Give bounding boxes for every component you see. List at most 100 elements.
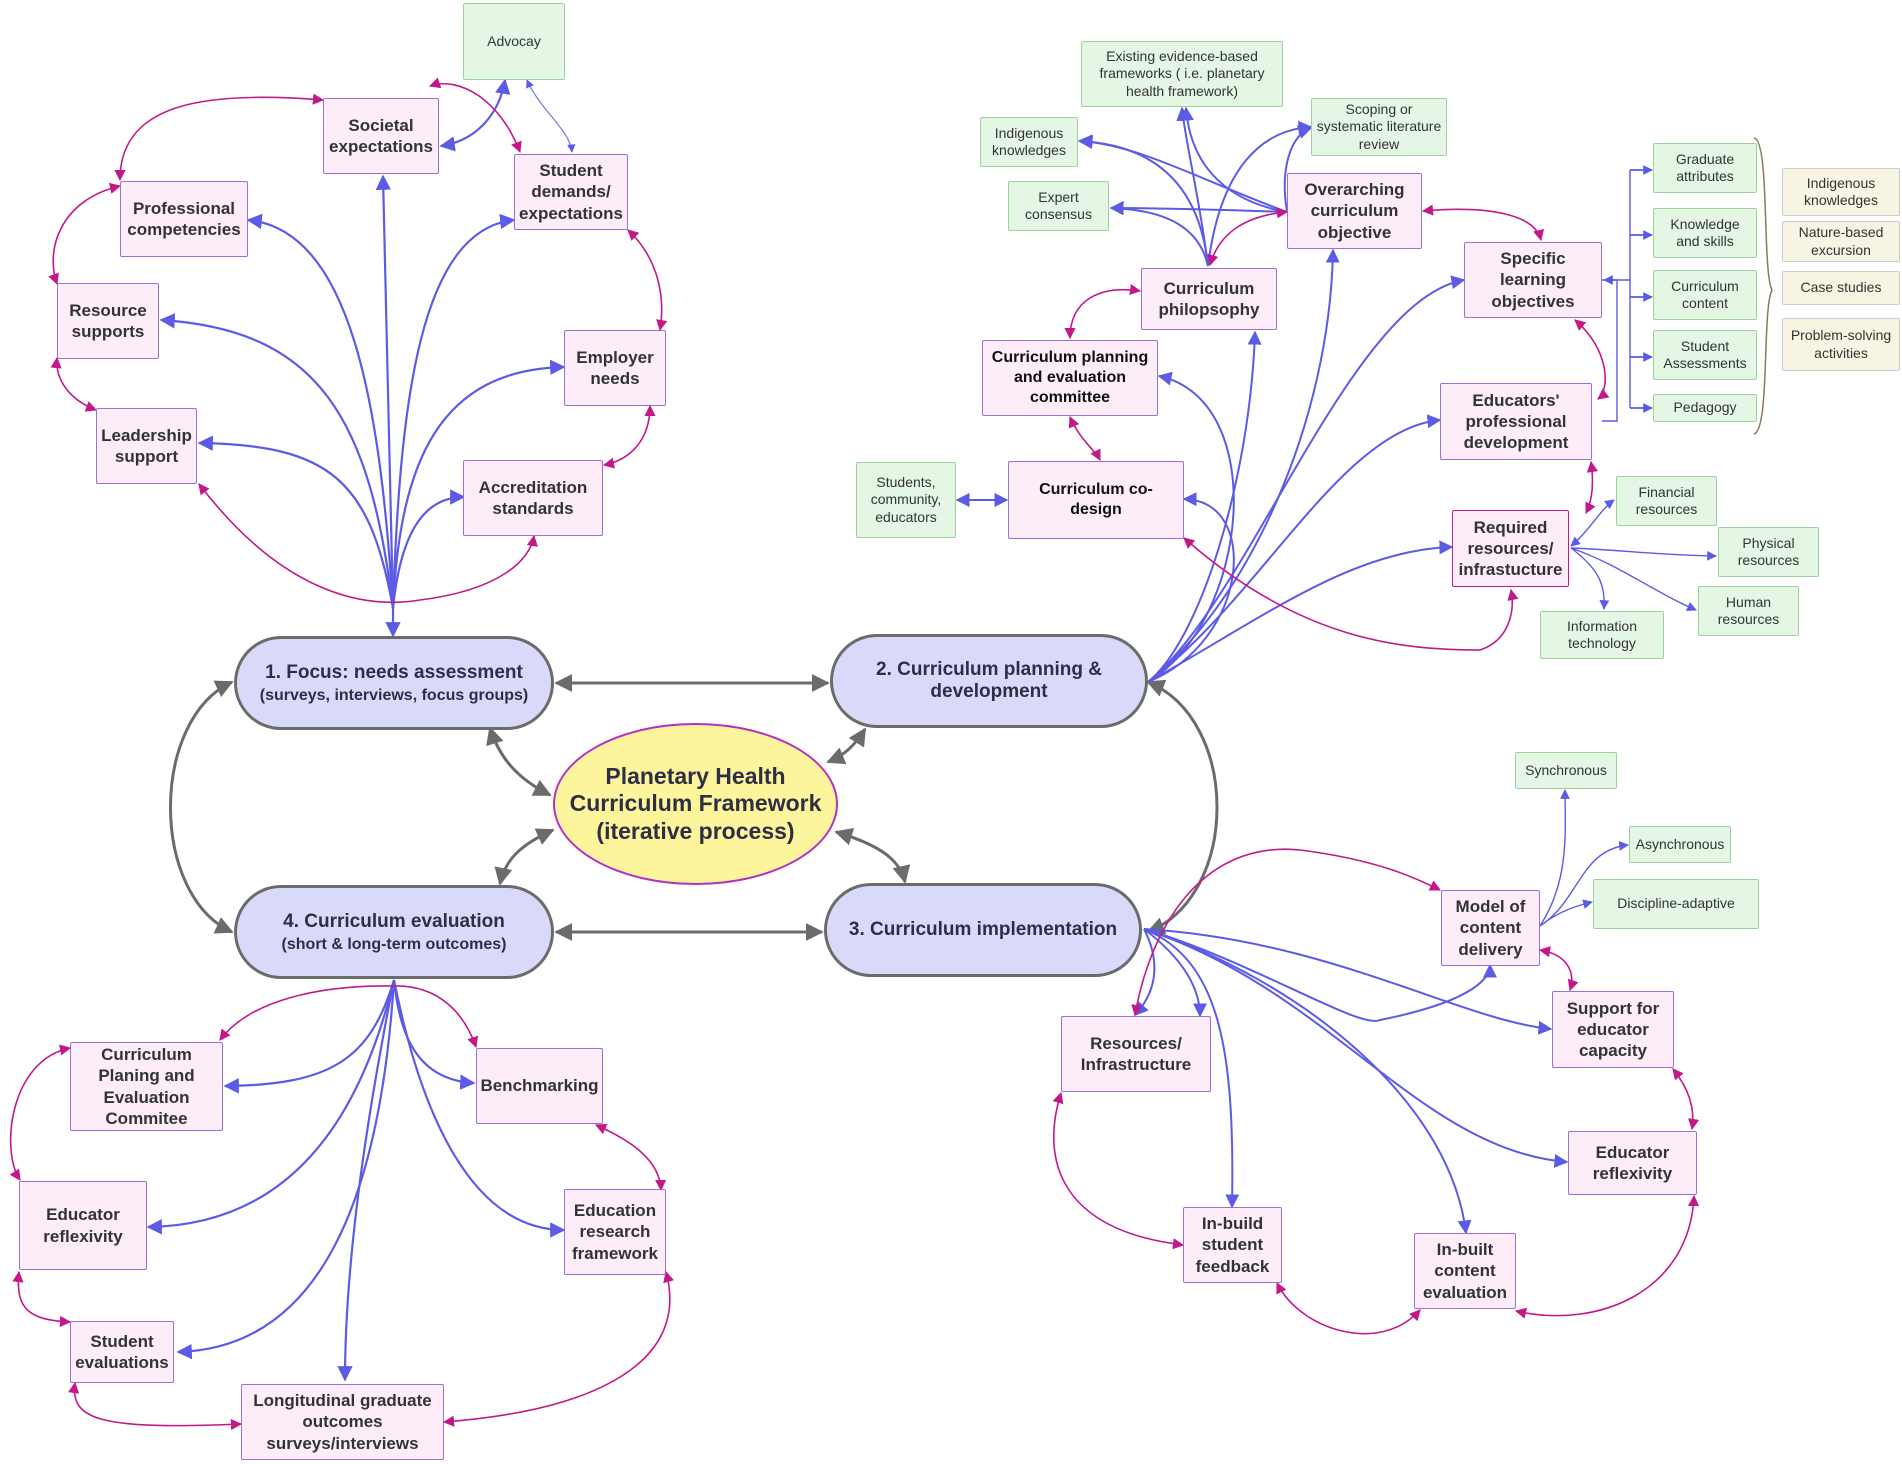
link-societal-student — [428, 77, 522, 154]
node-financial-resources: Financial resources — [1616, 476, 1717, 526]
link-societal-advocacy — [439, 78, 511, 152]
link-content-reflexivity — [1514, 1194, 1700, 1319]
node-asynchronous: Asynchronous — [1629, 826, 1731, 863]
link-educators-required — [1585, 460, 1598, 515]
node-student-demands: Student demands/ expectations — [514, 154, 628, 230]
link-professional-resource — [48, 182, 122, 286]
link-student-employer — [627, 229, 668, 332]
link-resource-leadership — [50, 356, 98, 412]
link-eval-longitudinal — [337, 979, 396, 1382]
link-objective-scoping — [1283, 125, 1313, 213]
node-resources-infrastructure: Resources/ Infrastructure — [1061, 1016, 1211, 1092]
node-discipline-adaptive: Discipline-adaptive — [1593, 879, 1759, 929]
node-information-technology: Information technology — [1540, 611, 1664, 659]
node-curriculum-codesign: Curriculum co-design — [1008, 461, 1184, 539]
link-center-evaluation — [494, 828, 555, 886]
content-example-nature: Nature-based excursion — [1782, 221, 1900, 262]
phase-planning: 2. Curriculum planning & development — [830, 634, 1148, 728]
node-human-resources: Human resources — [1698, 586, 1799, 636]
link-evaluation-needs — [169, 680, 234, 934]
link-impl-model-magenta — [1131, 848, 1442, 1017]
link-support-reflexivity — [1672, 1068, 1700, 1131]
link-required-it — [1570, 547, 1610, 610]
link-eval-reflexivity — [146, 979, 396, 1235]
link-required-financial — [1570, 499, 1615, 547]
node-indigenous-knowledges: Indigenous knowledges — [980, 117, 1078, 167]
link-planning-educators — [1147, 414, 1442, 683]
link-educators-children — [1602, 275, 1618, 422]
bracket-specific-children — [1602, 169, 1652, 409]
node-student-evaluations: Student evaluations — [70, 1321, 174, 1383]
node-required-resources: Required resources/ infrastucture — [1452, 510, 1569, 587]
center-title-line3: (iterative process) — [596, 817, 795, 844]
node-accreditation-standards: Accreditation standards — [463, 460, 603, 536]
link-employer-accreditation — [602, 404, 656, 469]
link-needs-leadership — [197, 435, 395, 609]
node-resource-supports: Resource supports — [57, 283, 159, 359]
node-educator-reflexivity-eval: Educator reflexivity — [19, 1181, 147, 1270]
link-feedback-content — [1276, 1281, 1421, 1335]
link-required-physical — [1570, 547, 1717, 561]
link-objective-evidence — [1179, 106, 1288, 213]
link-model-synchronous — [1539, 789, 1570, 927]
link-center-needs — [486, 726, 552, 797]
node-societal-expectations: Societal expectations — [323, 98, 439, 174]
node-educators-development: Educators' professional development — [1440, 383, 1592, 460]
content-example-case-studies: Case studies — [1782, 271, 1900, 305]
link-eval-committee — [223, 979, 396, 1094]
node-educator-reflexivity-impl: Educator reflexivity — [1568, 1131, 1697, 1195]
phase-needs-assessment: 1. Focus: needs assessment (surveys, int… — [234, 636, 554, 730]
node-stakeholders: Students, community, educators — [856, 462, 956, 538]
link-reflexivity-student — [12, 1270, 72, 1328]
link-needs-student — [391, 213, 516, 609]
link-societal-professional — [114, 93, 325, 182]
center-framework-ellipse: Planetary Health Curriculum Framework (i… — [553, 723, 838, 885]
node-research-framework: Education research framework — [564, 1189, 666, 1275]
link-needs-professional — [246, 213, 395, 609]
node-physical-resources: Physical resources — [1718, 527, 1819, 577]
link-required-human — [1570, 547, 1697, 611]
link-resources-feedback — [1052, 1091, 1185, 1250]
link-planning-implementation — [1146, 679, 1219, 935]
node-expert-consensus: Expert consensus — [1008, 181, 1109, 231]
node-employer-needs: Employer needs — [564, 330, 666, 406]
center-title-line2: Curriculum Framework — [569, 790, 822, 817]
node-overarching-objective: Overarching curriculum objective — [1287, 173, 1422, 249]
center-title-line1: Planetary Health — [605, 762, 786, 789]
phase-planning-subtitle: development — [930, 681, 1048, 702]
link-longitudinal-research — [442, 1270, 675, 1427]
node-evaluation-committee: Curriculum Planing and Evaluation Commit… — [70, 1042, 223, 1131]
node-curriculum-content: Curriculum content — [1653, 270, 1757, 320]
phase-evaluation-title: 4. Curriculum evaluation — [283, 910, 505, 932]
link-model-support — [1538, 946, 1579, 992]
phase-needs-title: 1. Focus: needs assessment — [265, 661, 523, 683]
link-center-planning — [826, 727, 867, 765]
link-specific-educators — [1574, 319, 1610, 400]
node-specific-objectives: Specific learning objectives — [1464, 242, 1602, 318]
node-model-delivery: Model of content delivery — [1441, 890, 1540, 966]
node-evidence-frameworks: Existing evidence-based frameworks ( i.e… — [1081, 41, 1283, 107]
link-student-longitudinal — [68, 1381, 243, 1431]
node-knowledge-skills: Knowledge and skills — [1653, 208, 1757, 258]
link-objective-indigenous — [1078, 134, 1288, 213]
link-committee-reflexivity — [9, 1044, 72, 1181]
link-model-discipline — [1539, 899, 1593, 927]
link-eval-benchmarking — [392, 979, 476, 1090]
content-example-indigenous: Indigenous knowledges — [1782, 168, 1900, 216]
node-advocacy: Advocay — [463, 3, 565, 80]
phase-planning-title: 2. Curriculum planning & — [876, 659, 1102, 680]
link-model-asynchronous — [1539, 841, 1629, 927]
link-philosophy-expert — [1109, 201, 1209, 267]
node-leadership-support: Leadership support — [96, 408, 197, 484]
node-synchronous: Synchronous — [1515, 752, 1617, 789]
phase-evaluation-subtitle: (short & long-term outcomes) — [281, 935, 507, 953]
phase-needs-subtitle: (surveys, interviews, focus groups) — [259, 686, 529, 704]
node-graduate-attributes: Graduate attributes — [1653, 143, 1757, 193]
link-needs-employer — [391, 359, 566, 609]
link-leadership-accreditation — [198, 483, 538, 603]
link-eval-committee-magenta — [219, 985, 395, 1041]
link-eval-benchmarking-magenta — [393, 985, 479, 1049]
node-student-feedback: In-build student feedback — [1183, 1207, 1282, 1283]
node-longitudinal-outcomes: Longitudinal graduate outcomes surveys/i… — [241, 1384, 444, 1460]
